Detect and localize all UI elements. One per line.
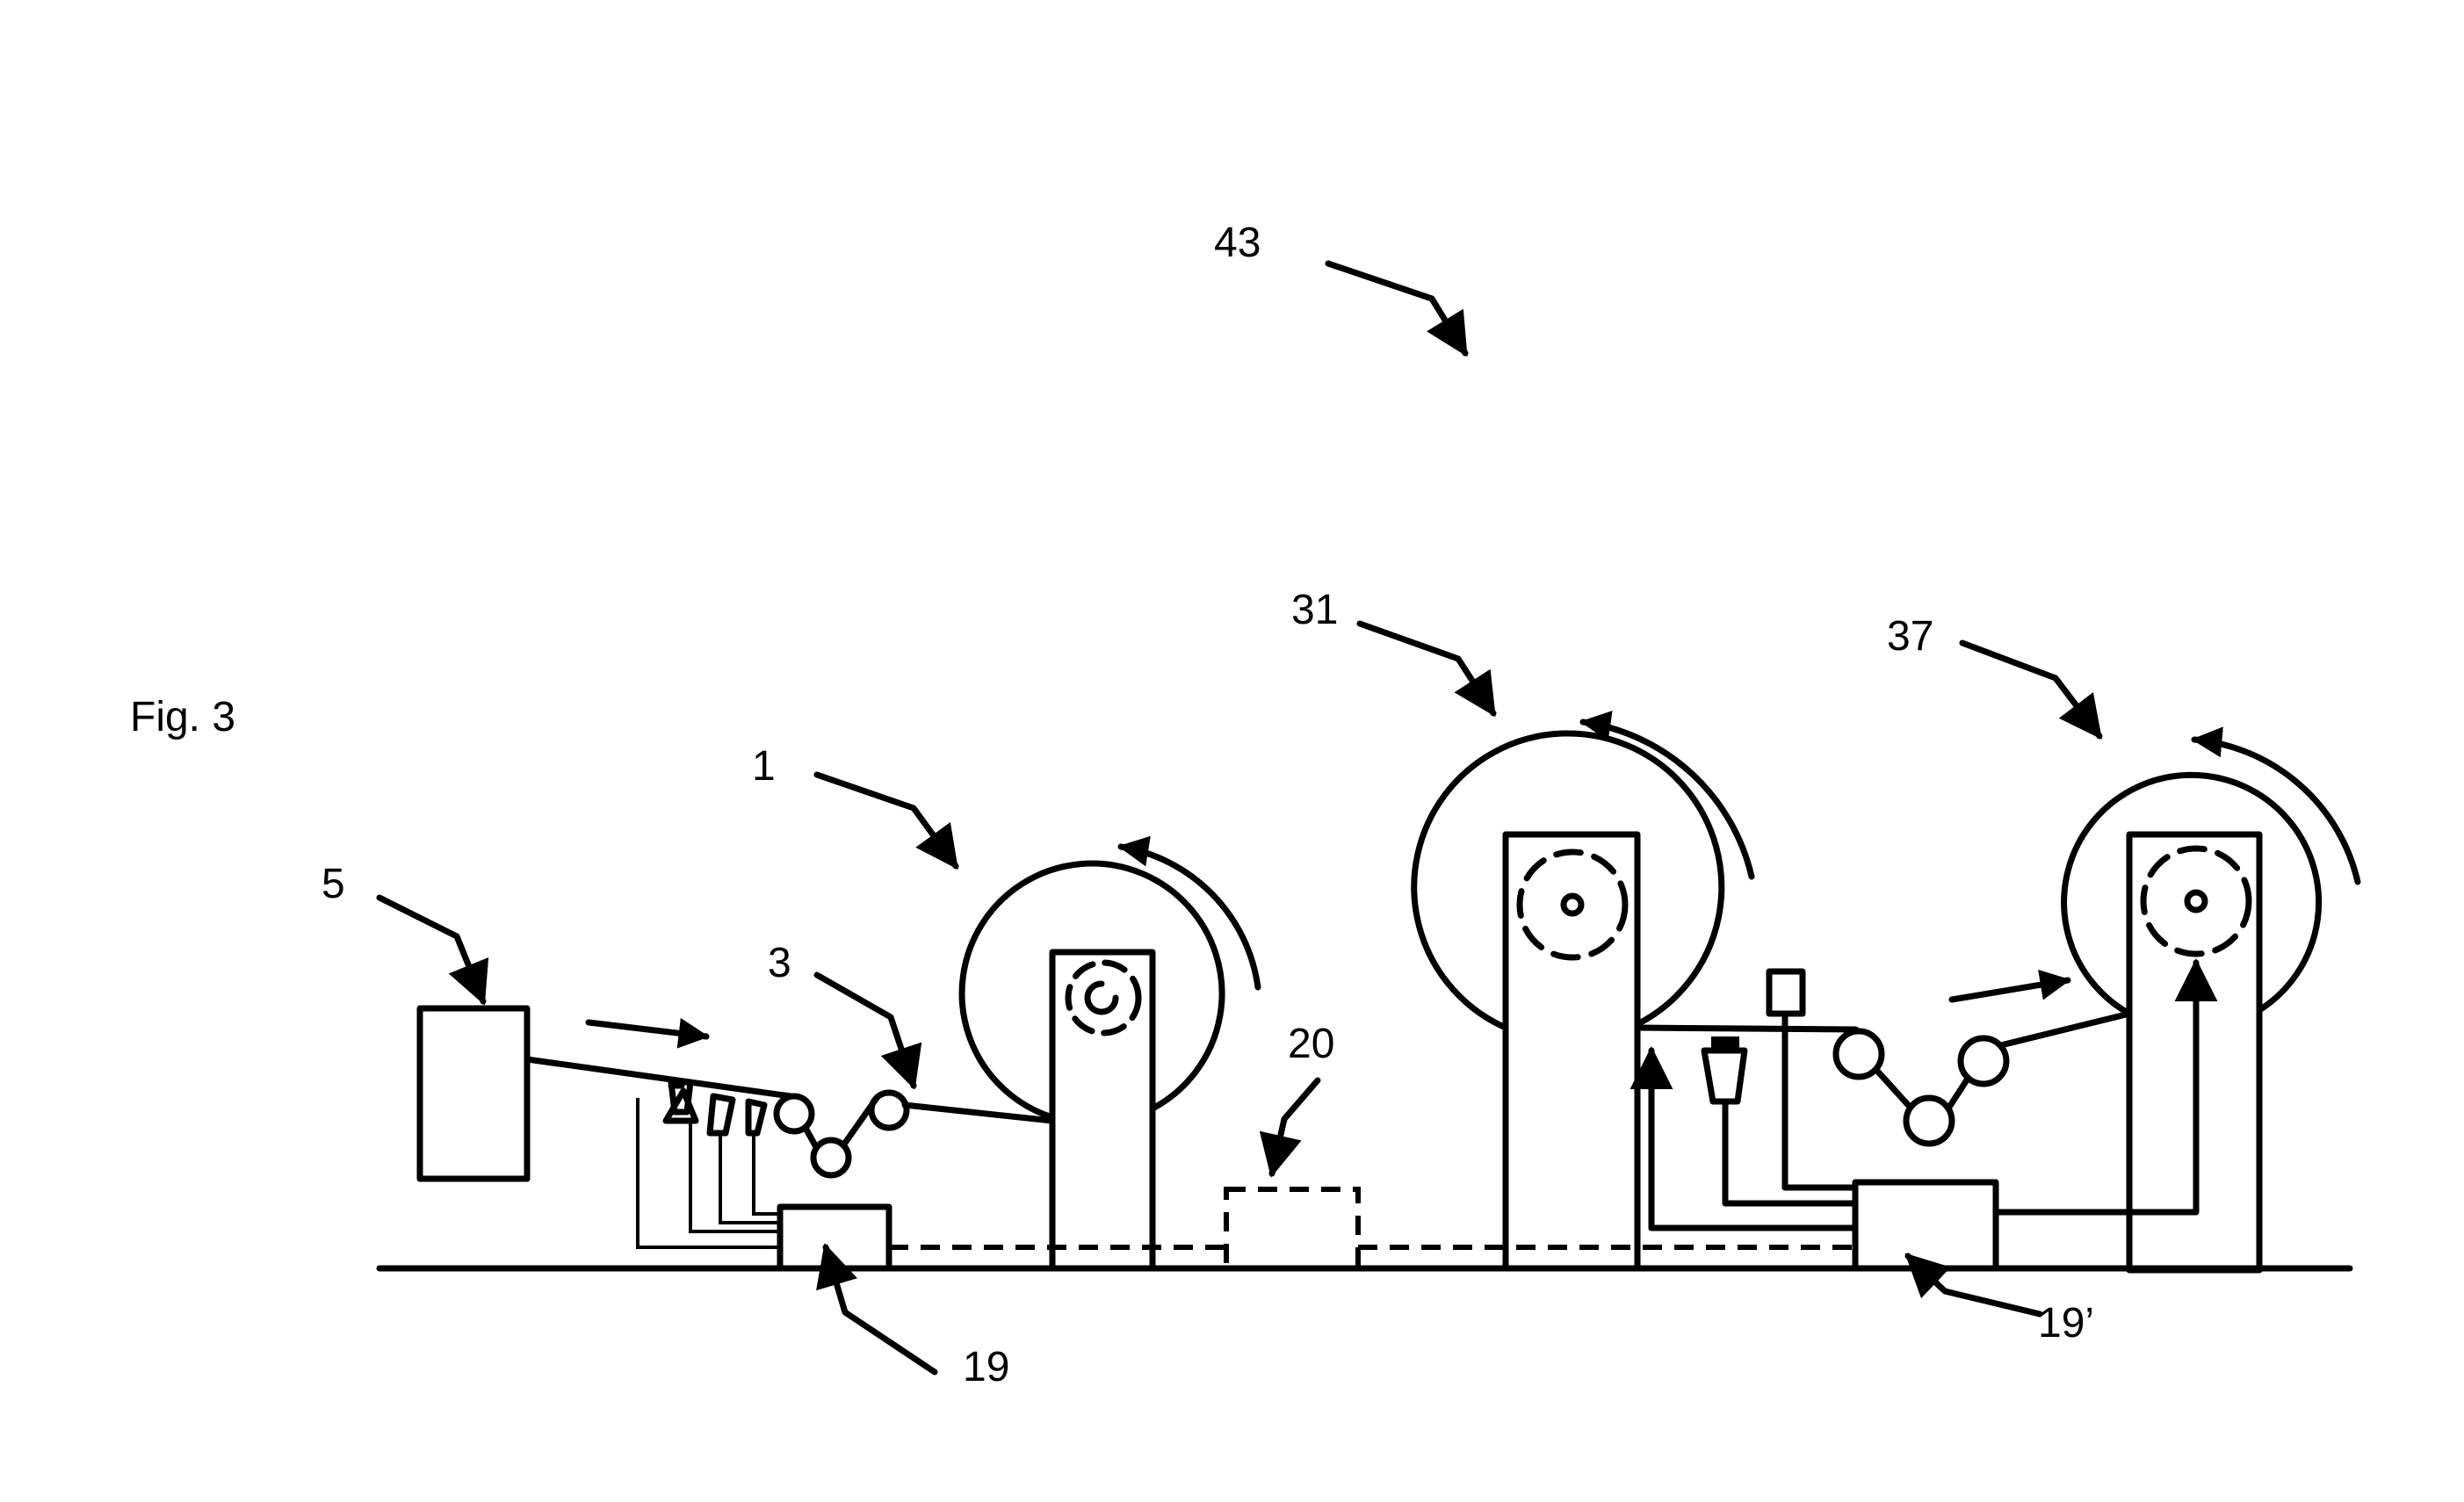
control-line-19-prime bbox=[1992, 958, 2218, 1216]
winder-31 bbox=[1411, 711, 1755, 1272]
ref-3-label: 3 bbox=[768, 940, 791, 986]
figure-label: Fig. 3 bbox=[130, 694, 235, 740]
ref-19-label: 19 bbox=[963, 1344, 1009, 1390]
ref-31-label: 31 bbox=[1291, 587, 1338, 633]
winder-37 bbox=[2061, 726, 2361, 1274]
controller-19-prime bbox=[1852, 1179, 1999, 1272]
unit-20 bbox=[1224, 1187, 1361, 1271]
control-lines-19 bbox=[636, 1098, 780, 1249]
direction-arrow-right bbox=[1948, 969, 2071, 1003]
controller-19 bbox=[777, 1203, 892, 1272]
coating-section bbox=[1629, 968, 2133, 1231]
leader-lines bbox=[376, 260, 2103, 1376]
supply-unit-5 bbox=[416, 1005, 531, 1182]
direction-arrow-left bbox=[585, 1017, 710, 1049]
ref-19-prime-label: 19’ bbox=[2038, 1300, 2094, 1347]
nozzle-group bbox=[662, 1079, 768, 1137]
web-line-1 bbox=[524, 1056, 794, 1100]
roller-group-3 bbox=[773, 1089, 1056, 1179]
winder-1 bbox=[958, 835, 1261, 1272]
ref-5-label: 5 bbox=[322, 861, 345, 907]
ref-37-label: 37 bbox=[1887, 613, 1933, 660]
ref-43-label: 43 bbox=[1214, 220, 1261, 266]
ref-20-label: 20 bbox=[1288, 1021, 1334, 1067]
ref-1-label: 1 bbox=[752, 743, 776, 790]
